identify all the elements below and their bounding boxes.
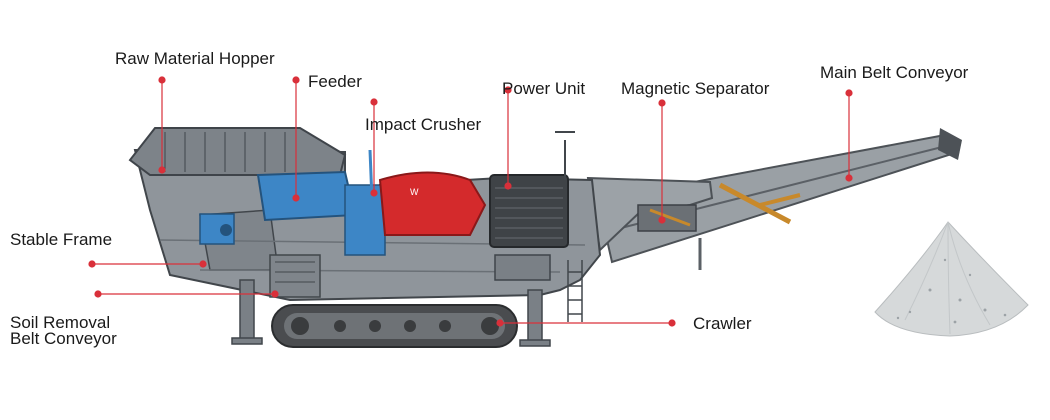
crawler-track bbox=[271, 304, 518, 348]
aggregate-pile bbox=[874, 221, 1029, 337]
raw-material-hopper bbox=[128, 127, 347, 176]
label-soil-removal-belt-conveyor: Soil Removal Belt Conveyor bbox=[10, 313, 117, 348]
crusher-logo: W bbox=[410, 187, 419, 197]
leader-lines bbox=[88, 76, 853, 327]
power-unit bbox=[489, 131, 575, 281]
label-power-unit: Power Unit bbox=[502, 79, 586, 98]
soil-removal-conveyor bbox=[269, 254, 321, 298]
label-magnetic-separator: Magnetic Separator bbox=[621, 79, 770, 98]
support-legs bbox=[231, 279, 551, 347]
label-crawler: Crawler bbox=[693, 314, 752, 333]
label-impact-crusher: Impact Crusher bbox=[365, 115, 482, 134]
label-main-belt-conveyor: Main Belt Conveyor bbox=[820, 63, 969, 82]
ladder bbox=[567, 260, 583, 322]
label-raw-material-hopper: Raw Material Hopper bbox=[115, 49, 275, 68]
label-feeder: Feeder bbox=[308, 72, 362, 91]
label-stable-frame: Stable Frame bbox=[10, 230, 113, 249]
